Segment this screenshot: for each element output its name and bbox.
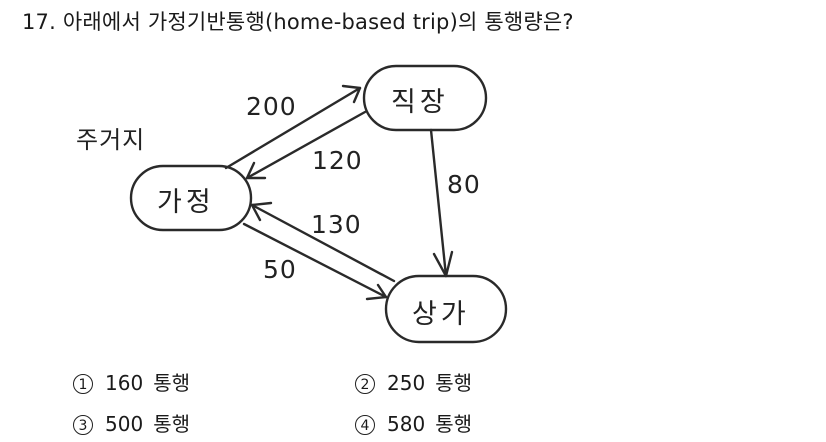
option-1[interactable]: 1 160 통행 bbox=[73, 369, 190, 397]
edge-label-home-to-work: 200 bbox=[246, 92, 297, 121]
diagram-graphics bbox=[129, 64, 508, 344]
node-work-label: 직장 bbox=[391, 87, 449, 118]
arrowhead-home-to-shop bbox=[365, 283, 388, 301]
edge-home-to-shop bbox=[242, 222, 388, 299]
option-marker: 2 bbox=[355, 374, 375, 394]
option-marker: 1 bbox=[73, 374, 93, 394]
edge-home-to-work bbox=[224, 86, 362, 170]
edge-label-work-to-shop: 80 bbox=[447, 170, 481, 199]
arrowhead-work-to-shop bbox=[432, 250, 454, 278]
edge-label-shop-to-home: 130 bbox=[311, 210, 362, 239]
arrowhead-home-to-work bbox=[341, 84, 362, 104]
node-shop-label: 상가 bbox=[412, 299, 470, 330]
edge-work-to-shop bbox=[429, 128, 448, 278]
node-home-shape bbox=[129, 164, 253, 232]
node-home-label: 가정 bbox=[157, 187, 215, 218]
arrowhead-work-to-home bbox=[245, 161, 267, 180]
node-work-shape bbox=[362, 64, 488, 132]
option-unit: 통행 bbox=[153, 371, 190, 395]
option-unit: 통행 bbox=[435, 412, 472, 436]
option-value: 500 bbox=[105, 412, 144, 436]
option-value: 160 bbox=[105, 371, 144, 395]
option-marker: 3 bbox=[73, 415, 93, 435]
question-title: 17. 아래에서 가정기반통행(home-based trip)의 통행량은? bbox=[22, 8, 574, 36]
option-4[interactable]: 4 580 통행 bbox=[355, 410, 472, 438]
question-number: 17. bbox=[22, 10, 56, 34]
option-2[interactable]: 2 250 통행 bbox=[355, 369, 472, 397]
option-unit: 통행 bbox=[435, 371, 472, 395]
edge-work-to-home bbox=[245, 110, 367, 180]
option-marker: 4 bbox=[355, 415, 375, 435]
edge-label-home-to-shop: 50 bbox=[263, 255, 297, 284]
residence-label: 주거지 bbox=[76, 126, 146, 154]
arrowhead-shop-to-home bbox=[250, 201, 273, 222]
option-3[interactable]: 3 500 통행 bbox=[73, 410, 190, 438]
option-unit: 통행 bbox=[153, 412, 190, 436]
option-value: 250 bbox=[387, 371, 426, 395]
edge-label-work-to-home: 120 bbox=[312, 146, 363, 175]
option-value: 580 bbox=[387, 412, 426, 436]
trip-flow-diagram: 주거지 가정 직장 상가 200 120 80 130 50 bbox=[76, 64, 508, 344]
edge-shop-to-home bbox=[250, 203, 396, 283]
question-text: 아래에서 가정기반통행(home-based trip)의 통행량은? bbox=[62, 10, 574, 34]
